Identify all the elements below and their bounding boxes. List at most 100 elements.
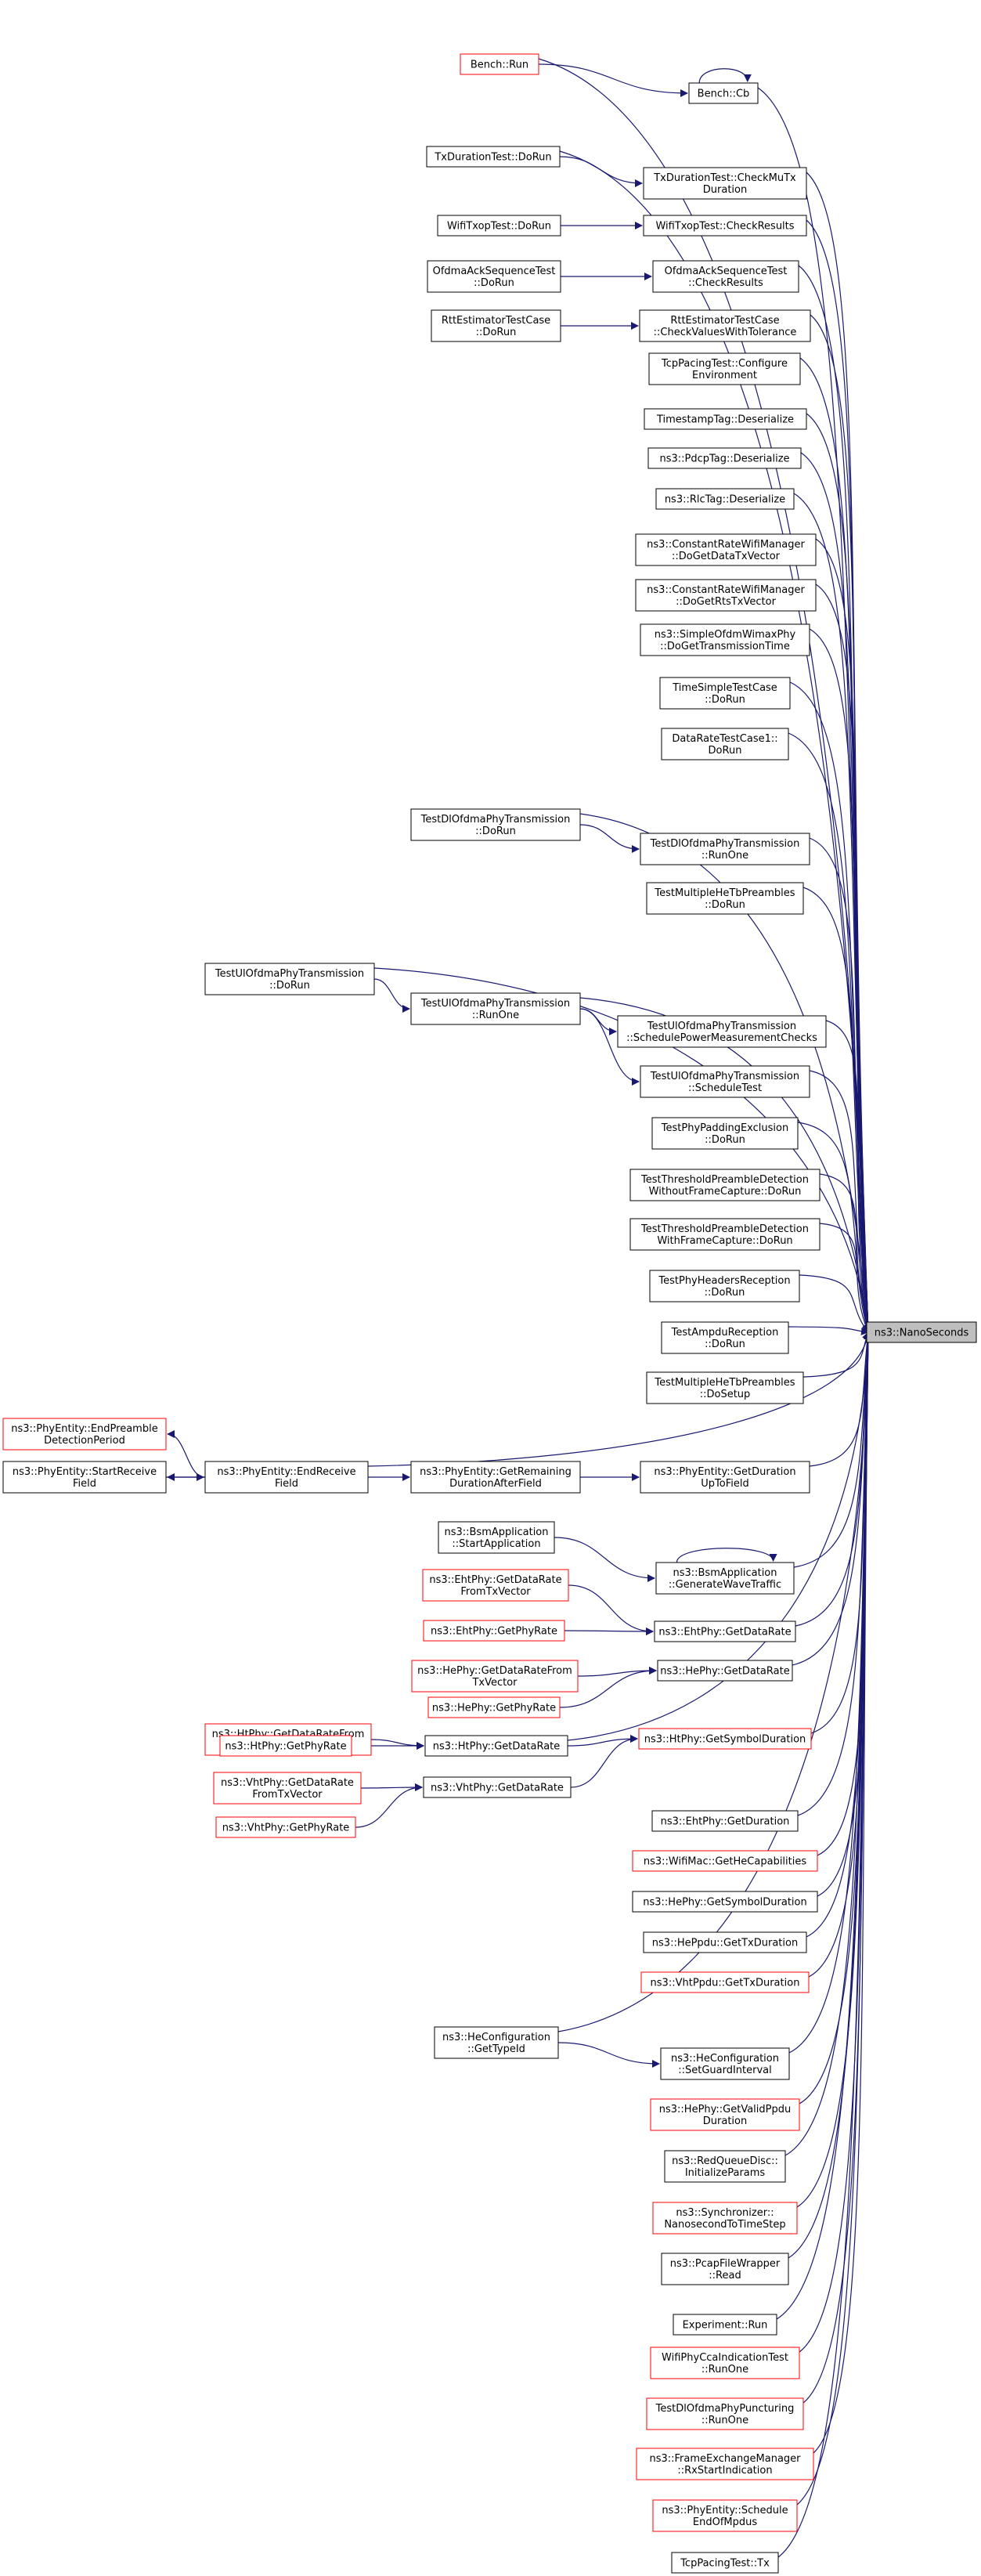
node-vhtppdu-gettx[interactable]: ns3::VhtPpdu::GetTxDuration <box>640 1971 810 1993</box>
node-timestamp-deser[interactable]: TimestampTag::Deserialize <box>644 408 807 430</box>
node-label-line: ns3::HePpdu::GetTxDuration <box>652 1938 798 1949</box>
node-tcppacing-tx[interactable]: TcpPacingTest::Tx <box>671 2552 779 2574</box>
node-timesimple[interactable]: TimeSimpleTestCase::DoRun <box>659 677 791 710</box>
node-dlofdmapunct-runone[interactable]: TestDlOfdmaPhyPuncturing::RunOne <box>646 2397 804 2430</box>
node-label-line: ns3::HtPhy::GetDataRate <box>433 1741 561 1753</box>
node-experiment-run[interactable]: Experiment::Run <box>673 2314 777 2336</box>
node-heconf-setguard[interactable]: ns3::HeConfiguration::SetGuardInterval <box>660 2047 790 2080</box>
edge-pe-getduration-to-nano <box>809 1331 871 1467</box>
node-dlofdma-dorun[interactable]: TestDlOfdmaPhyTransmission::DoRun <box>410 808 581 841</box>
node-sync-nano[interactable]: ns3::Synchronizer::NanosecondToTimeStep <box>652 2202 798 2235</box>
node-he-getsym[interactable]: ns3::HePhy::GetSymbolDuration <box>632 1891 818 1913</box>
node-wifitxop-check[interactable]: WifiTxopTest::CheckResults <box>643 215 807 237</box>
node-box <box>639 309 811 342</box>
node-ht-getphyrate[interactable]: ns3::HtPhy::GetPhyRate <box>219 1735 352 1757</box>
node-box <box>648 352 801 385</box>
node-label-line: ::CheckValuesWithTolerance <box>654 327 797 338</box>
node-bsm-start[interactable]: ns3::BsmApplication::StartApplication <box>438 1521 555 1554</box>
node-box <box>426 146 561 168</box>
node-vht-getdr[interactable]: ns3::VhtPhy::GetDataRate <box>423 1776 572 1798</box>
node-thresh-with[interactable]: TestThresholdPreambleDetectionWithFrameC… <box>629 1218 821 1251</box>
node-multihetb-dorun[interactable]: TestMultipleHeTbPreambles::DoRun <box>646 882 804 915</box>
node-box <box>647 447 802 469</box>
node-box <box>204 963 375 995</box>
node-dlofdma-runone[interactable]: TestDlOfdmaPhyTransmission::RunOne <box>640 833 810 865</box>
node-label-line: WifiTxopTest::DoRun <box>447 221 551 233</box>
edge-ulofdma-sched-pow-to-nano <box>825 1020 871 1333</box>
node-heppdu-gettx[interactable]: ns3::HePpdu::GetTxDuration <box>643 1931 807 1953</box>
node-ampdu[interactable]: TestAmpduReception::DoRun <box>661 1321 789 1354</box>
node-ht-getsym[interactable]: ns3::HtPhy::GetSymbolDuration <box>638 1728 812 1750</box>
node-heconf-gettypeid[interactable]: ns3::HeConfiguration::GetTypeId <box>434 2026 559 2059</box>
edge-eht-getdrtx-to-eht-getdr <box>568 1584 654 1635</box>
node-pe-endpreamble[interactable]: ns3::PhyEntity::EndPreambleDetectionPeri… <box>2 1418 167 1451</box>
node-box <box>410 992 581 1025</box>
node-ulofdma-sched-test[interactable]: TestUlOfdmaPhyTransmission::ScheduleTest <box>640 1065 810 1098</box>
node-rtt-check[interactable]: RttEstimatorTestCase::CheckValuesWithTol… <box>639 309 811 342</box>
node-ulofdma-dorun[interactable]: TestUlOfdmaPhyTransmission::DoRun <box>204 963 375 995</box>
node-phypadding[interactable]: TestPhyPaddingExclusion::DoRun <box>651 1117 799 1150</box>
node-multihetb-setup[interactable]: TestMultipleHeTbPreambles::DoSetup <box>646 1371 804 1404</box>
node-box <box>215 1816 356 1838</box>
node-wifimac-gethecap[interactable]: ns3::WifiMac::GetHeCapabilities <box>632 1850 818 1872</box>
node-rlc-deser[interactable]: ns3::RlcTag::Deserialize <box>655 488 795 510</box>
node-box <box>644 408 807 430</box>
node-ht-getdr[interactable]: ns3::HtPhy::GetDataRate <box>424 1735 568 1757</box>
node-label-line: Field <box>73 1478 96 1490</box>
node-eht-getduration[interactable]: ns3::EhtPhy::GetDuration <box>651 1810 799 1832</box>
node-label-line: ns3::PhyEntity::GetRemaining <box>420 1466 572 1478</box>
node-crwm-data[interactable]: ns3::ConstantRateWifiManager::DoGetDataT… <box>635 533 817 566</box>
node-box <box>632 1891 818 1913</box>
node-he-getdr[interactable]: ns3::HePhy::GetDataRate <box>657 1660 793 1682</box>
node-fem-rxstart[interactable]: ns3::FrameExchangeManager::RxStartIndica… <box>636 2448 814 2480</box>
node-he-getphyrate[interactable]: ns3::HePhy::GetPhyRate <box>427 1696 561 1718</box>
node-thresh-without[interactable]: TestThresholdPreambleDetectionWithoutFra… <box>629 1169 821 1201</box>
edge-phyheaders-to-nano <box>799 1274 869 1333</box>
node-label-line: ns3::FrameExchangeManager <box>649 2453 801 2465</box>
node-box <box>660 2047 790 2080</box>
node-label-line: EndOfMpdus <box>693 2516 757 2528</box>
node-wifitxop-dorun[interactable]: WifiTxopTest::DoRun <box>437 215 561 237</box>
node-datarate[interactable]: DataRateTestCase1::DoRun <box>661 728 789 761</box>
node-ofdmaack-dorun[interactable]: OfdmaAckSequenceTest::DoRun <box>427 260 561 293</box>
node-eht-getphyrate[interactable]: ns3::EhtPhy::GetPhyRate <box>423 1620 565 1642</box>
node-phyheaders[interactable]: TestPhyHeadersReception::DoRun <box>649 1270 800 1302</box>
node-label-line: ns3::PhyEntity::Schedule <box>662 2505 788 2516</box>
edge-crwm-rts-to-nano <box>815 583 872 1333</box>
node-ulofdma-sched-pow[interactable]: TestUlOfdmaPhyTransmission::SchedulePowe… <box>617 1015 827 1048</box>
node-bench-run[interactable]: Bench::Run <box>460 53 539 75</box>
node-ulofdma-runone[interactable]: TestUlOfdmaPhyTransmission::RunOne <box>410 992 581 1025</box>
node-wifiphycca-runone[interactable]: WifiPhyCcaIndicationTest::RunOne <box>650 2347 800 2379</box>
node-box <box>646 2397 804 2430</box>
edge-ht-getdr-to-ht-getsym <box>567 1735 638 1747</box>
node-pe-getremaining[interactable]: ns3::PhyEntity::GetRemainingDurationAfte… <box>410 1461 581 1494</box>
node-box <box>635 533 817 566</box>
target-node-nano[interactable]: ns3::NanoSeconds <box>866 1321 977 1343</box>
node-eht-getdr[interactable]: ns3::EhtPhy::GetDataRate <box>654 1620 796 1642</box>
node-bsm-gen[interactable]: ns3::BsmApplication::GenerateWaveTraffic <box>655 1562 795 1595</box>
node-simpleofdm[interactable]: ns3::SimpleOfdmWimaxPhy::DoGetTransmissi… <box>640 623 810 656</box>
node-redqueue-init[interactable]: ns3::RedQueueDisc::InitializeParams <box>664 2150 786 2183</box>
edge-multihetb-dorun-to-nano <box>802 887 872 1333</box>
node-label-line: WithoutFrameCapture::DoRun <box>649 1186 802 1198</box>
node-ofdmaack-check[interactable]: OfdmaAckSequenceTest::CheckResults <box>652 260 799 293</box>
node-bench-cb[interactable]: Bench::Cb <box>688 82 759 104</box>
node-pcap-read[interactable]: ns3::PcapFileWrapper::Read <box>661 2253 789 2285</box>
node-crwm-rts[interactable]: ns3::ConstantRateWifiManager::DoGetRtsTx… <box>635 579 817 612</box>
node-pdcp-deser[interactable]: ns3::PdcpTag::Deserialize <box>647 447 802 469</box>
node-vht-getphyrate[interactable]: ns3::VhtPhy::GetPhyRate <box>215 1816 356 1838</box>
node-label-line: TestMultipleHeTbPreambles <box>654 887 795 899</box>
node-box <box>650 2347 800 2379</box>
node-txdur-dorun[interactable]: TxDurationTest::DoRun <box>426 146 561 168</box>
node-rtt-dorun[interactable]: RttEstimatorTestCase::DoRun <box>431 309 561 342</box>
